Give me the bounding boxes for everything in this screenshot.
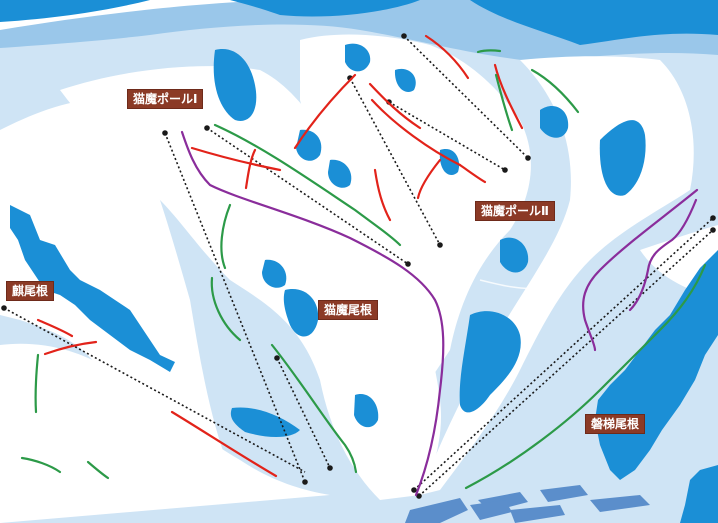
course-purple (628, 198, 698, 312)
course-green (530, 68, 580, 114)
course-green (270, 343, 358, 474)
course-red (370, 98, 462, 167)
forest-top (0, 0, 718, 45)
course-green (213, 123, 402, 247)
course-red (424, 34, 470, 80)
lift-line (403, 35, 529, 159)
red-courses (36, 34, 524, 478)
course-red (190, 146, 282, 172)
course-red (43, 340, 98, 356)
lift-line (3, 307, 306, 473)
course-green (34, 353, 40, 414)
course-green (220, 203, 232, 270)
course-red (244, 148, 257, 190)
course-red (493, 63, 524, 130)
lifts (3, 35, 714, 497)
label-kirin-one: 麒尾根 (6, 281, 55, 301)
lift-line (418, 229, 714, 497)
course-green (86, 460, 110, 480)
lift-line (349, 77, 441, 246)
course-red (36, 318, 74, 338)
course-red (416, 158, 442, 200)
course-red (293, 73, 357, 150)
course-green (210, 276, 242, 342)
label-neko-pole-1: 猫魔ポールⅠ (127, 89, 204, 109)
purple-courses (180, 130, 699, 497)
left-forest (10, 205, 175, 372)
course-green (464, 263, 707, 490)
course-red (170, 410, 278, 478)
course-red (368, 82, 422, 130)
base-buildings (405, 485, 650, 523)
label-iwahashi-one: 磐梯尾根 (585, 414, 646, 434)
label-neko-pole-2: 猫魔ポールⅡ (475, 201, 555, 221)
course-green (20, 456, 62, 474)
lift-stations (1, 33, 716, 499)
course-green (476, 49, 502, 54)
course-green (494, 73, 514, 132)
label-neko-one: 猫魔尾根 (318, 300, 379, 320)
green-courses (20, 49, 707, 490)
course-red (373, 168, 392, 222)
course-purple (582, 188, 699, 352)
course-red (458, 163, 487, 184)
snow-streaks (59, 279, 541, 446)
course-purple (180, 130, 445, 497)
